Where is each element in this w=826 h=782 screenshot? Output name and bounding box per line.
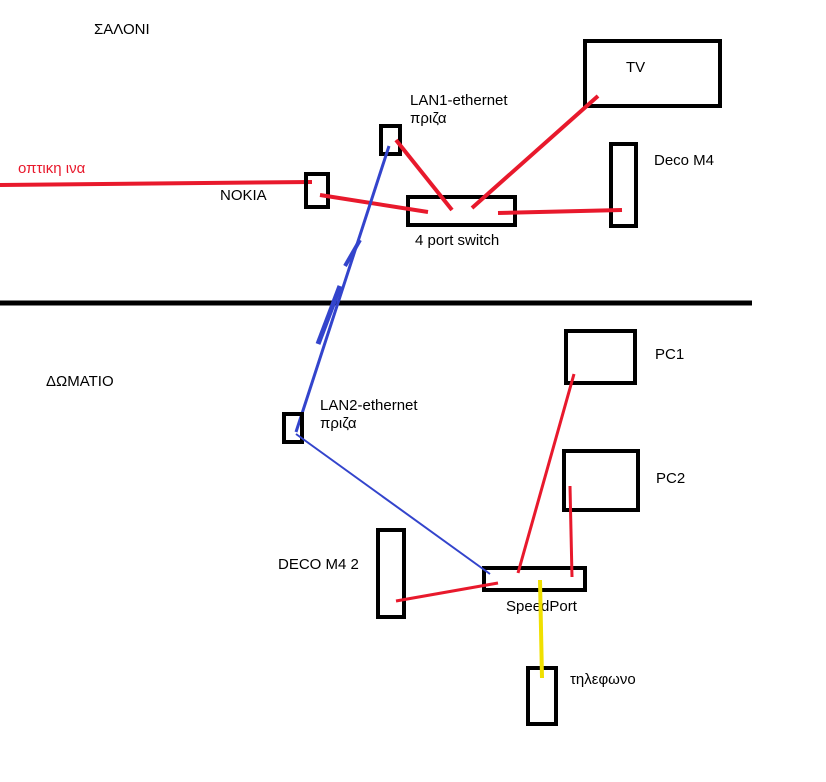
tv-box xyxy=(583,39,722,108)
nokia-label: NOKIA xyxy=(220,187,267,204)
deco-m4-2-label: DECO M4 2 xyxy=(278,556,359,573)
lan2-label-line1: LAN2-ethernet xyxy=(320,397,418,414)
cable-tv-switch xyxy=(470,94,600,210)
phone-label: τηλεφωνο xyxy=(570,671,636,688)
tv-label: TV xyxy=(626,59,645,76)
lan2-socket-box xyxy=(282,412,304,444)
cable-lan1-lan2 xyxy=(294,145,391,433)
deco-m4-box xyxy=(609,142,638,228)
cable-speedport-pc2 xyxy=(568,485,574,578)
cable-lan1-switch xyxy=(394,138,454,212)
room-label-living-room: ΣΑΛΟΝΙ xyxy=(94,21,150,38)
fiber-line xyxy=(0,180,313,187)
cable-lan1-lan2-mid xyxy=(343,239,362,267)
deco-m4-2-box xyxy=(376,528,406,619)
lan1-label-line1: LAN1-ethernet xyxy=(410,92,508,109)
fiber-label: οπτικη ινα xyxy=(18,160,86,177)
pc2-box xyxy=(562,449,640,512)
cable-nokia-switch xyxy=(319,193,429,214)
room-label-bedroom: ΔΩΜΑΤΙΟ xyxy=(46,373,114,390)
cable-speedport-phone xyxy=(538,579,544,679)
cable-lan1-lan2-thick xyxy=(315,285,343,345)
deco-m4-label: Deco M4 xyxy=(654,152,714,169)
nokia-ont-box xyxy=(304,172,330,209)
pc1-label: PC1 xyxy=(655,346,684,363)
lan2-label-line2: πριζα xyxy=(320,415,357,432)
cable-lan2-speedport xyxy=(295,433,491,575)
pc1-box xyxy=(564,329,637,385)
cable-speedport-deco2 xyxy=(395,581,499,603)
cable-speedport-pc1 xyxy=(516,373,576,574)
speedport-box xyxy=(482,566,587,592)
switch-label: 4 port switch xyxy=(415,232,499,249)
lan1-label-line2: πριζα xyxy=(410,110,447,127)
lan1-socket-box xyxy=(379,124,402,156)
cable-switch-deco xyxy=(497,208,623,215)
pc2-label: PC2 xyxy=(656,470,685,487)
